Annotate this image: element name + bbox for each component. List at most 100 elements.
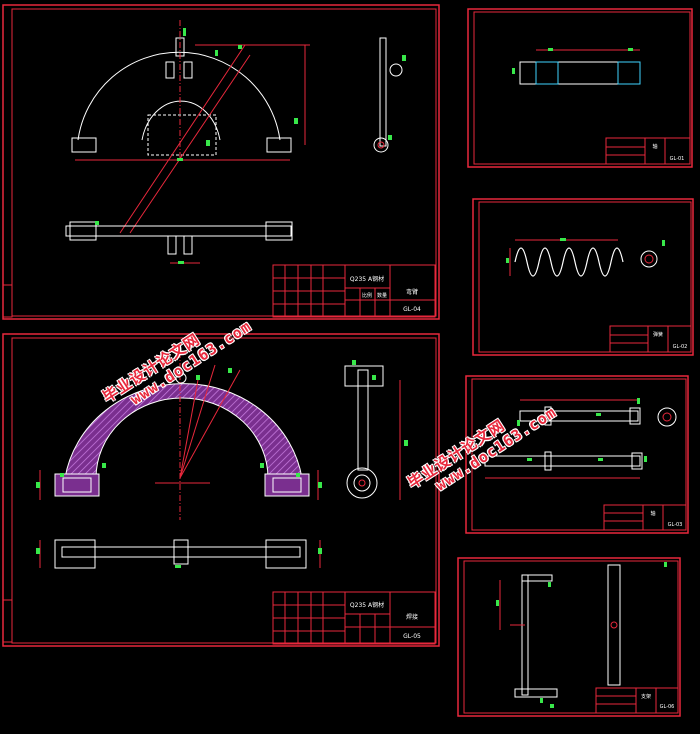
small-d-vertical: [521, 574, 529, 696]
gl04-side-arm: [379, 37, 387, 147]
gl04-bottom-bar: [65, 225, 292, 237]
gl04-material: Q235 A钢材: [350, 275, 384, 283]
gl04-leader-2: [129, 54, 251, 234]
gl05-material: Q235 A钢材: [350, 601, 384, 609]
gl05-hatched-arch: [64, 383, 303, 479]
sheet-gl04[interactable]: Q235 A钢材 弯臂 GL-04 比例 数量: [2, 4, 440, 320]
small-c-shaft-1: [519, 410, 639, 422]
small-d-base: [514, 688, 558, 698]
small-a-shaft: [519, 61, 641, 85]
small-b-marks: [506, 238, 665, 263]
sheet-small-c-inner: [471, 378, 687, 531]
gl04-qty-label: 数量: [377, 292, 387, 299]
gl04-leader-1: [119, 44, 246, 234]
gl05-dimension-marks: [36, 360, 408, 568]
gl05-side-ring-core: [358, 479, 366, 487]
small-d-side-hole: [610, 621, 618, 629]
small-a-drawing-no: GL-01: [670, 156, 685, 162]
gl05-part-name: 焊接: [406, 613, 418, 621]
gl05-leader-2: [179, 364, 216, 479]
sheet-small-d[interactable]: 支架 GL-06: [457, 557, 681, 717]
small-b-title: 弹簧: [653, 331, 663, 338]
gl04-bottom-tab-left: [167, 235, 177, 255]
gl05-side-ring-inner: [353, 474, 371, 492]
gl04-part-name: 弯臂: [406, 288, 418, 296]
small-a-key-left: [535, 61, 559, 85]
small-a-marks: [512, 48, 633, 74]
sheet-small-b[interactable]: 弹簧 GL-02: [472, 198, 694, 356]
gl05-right-pin: [272, 477, 302, 493]
gl04-bottom-right-end: [265, 221, 293, 241]
gl04-slot-left: [165, 61, 175, 79]
gl04-scale-label: 比例: [362, 292, 372, 299]
small-c-marks: [517, 398, 647, 462]
small-c-shaft-2-collar: [544, 451, 552, 471]
gl05-bottom-right-end: [265, 539, 307, 569]
sheet-gl05-border: [2, 333, 440, 647]
gl04-bottom-left-end: [69, 221, 97, 241]
gl05-bottom-center: [173, 539, 189, 565]
sheet-gl04-binding-strip: [2, 284, 13, 318]
small-d-title: 支架: [641, 693, 651, 700]
gl04-right-foot: [266, 137, 292, 153]
gl04-arch-outer: [77, 51, 281, 141]
small-a-key-right: [617, 61, 641, 85]
small-c-end-view-inner: [662, 412, 672, 422]
small-c-shaft-2-end: [631, 452, 643, 470]
gl05-right-foot: [264, 473, 310, 497]
sheet-small-a[interactable]: 轴 GL-01: [467, 8, 693, 168]
small-b-end-view-outer: [640, 250, 658, 268]
gl05-side-arm: [357, 369, 369, 471]
small-c-shaft-1-end: [629, 407, 641, 425]
small-b-spring: [514, 247, 624, 277]
small-d-top-flange: [521, 574, 553, 582]
small-c-drawing-no: GL-03: [668, 522, 683, 528]
gl05-bottom-bar: [61, 546, 301, 558]
sheet-small-b-border: [472, 198, 694, 356]
small-c-title: 轴: [650, 510, 655, 517]
small-c-shaft-2: [484, 455, 641, 467]
gl05-title-block: Q235 A钢材 焊接 GL-05: [272, 591, 436, 645]
gl04-side-hole-bottom-inner: [377, 141, 385, 149]
sheet-gl05-binding-strip: [2, 599, 13, 643]
gl05-leader-3: [179, 379, 199, 479]
gl05-top-hole: [175, 372, 187, 384]
small-c-title-block: 轴 GL-03: [603, 504, 687, 531]
gl04-title-block: Q235 A钢材 弯臂 GL-04 比例 数量: [272, 264, 436, 318]
gl04-arch-inner: [141, 100, 221, 141]
sheet-gl05-inner-frame: [11, 337, 437, 644]
small-c-end-view-outer: [657, 407, 677, 427]
small-d-drawing-no: GL-06: [660, 704, 675, 710]
sheet-small-d-inner: [463, 560, 679, 714]
small-b-end-view-inner: [644, 254, 654, 264]
small-d-title-block: 支架 GL-06: [595, 687, 679, 714]
gl05-side-top-boss: [344, 365, 384, 387]
gl05-left-pin: [62, 477, 92, 493]
gl05-bottom-left-end: [54, 539, 96, 569]
gl04-side-hole-bottom: [373, 137, 389, 153]
small-c-shaft-1-collar: [544, 406, 552, 426]
sheet-small-c[interactable]: 轴 GL-03: [465, 375, 689, 534]
sheet-small-c-border: [465, 375, 689, 534]
gl04-drawing-no: GL-04: [403, 306, 421, 313]
sheet-gl04-inner-frame: [11, 8, 437, 317]
gl05-leader-1: [179, 369, 241, 479]
sheet-small-a-inner: [473, 11, 691, 165]
sheet-gl04-border: [2, 4, 440, 320]
small-d-side-view: [607, 564, 621, 686]
sheet-small-a-border: [467, 8, 693, 168]
gl05-left-foot: [54, 473, 100, 497]
small-a-title: 轴: [652, 143, 657, 150]
small-a-title-block: 轴 GL-01: [605, 137, 691, 165]
gl05-drawing-no: GL-05: [403, 633, 421, 640]
gl04-side-hole-top: [389, 63, 403, 77]
gl04-bottom-tab-right: [183, 235, 193, 255]
gl04-left-foot: [71, 137, 97, 153]
sheet-gl05[interactable]: Q235 A钢材 焊接 GL-05: [2, 333, 440, 647]
small-b-title-block: 弹簧 GL-02: [609, 325, 692, 353]
gl04-dimension-marks: [95, 28, 406, 264]
gl04-slot-right: [183, 61, 193, 79]
sheet-small-b-inner: [478, 201, 692, 353]
gl05-side-ring-outer: [346, 467, 378, 499]
